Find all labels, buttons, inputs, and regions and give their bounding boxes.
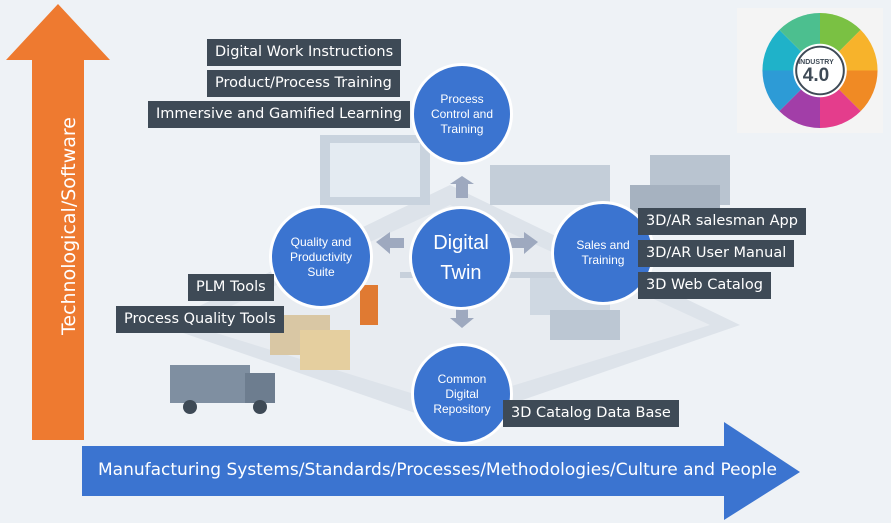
- node-text: Training: [581, 253, 625, 267]
- label-ar-salesman-app: 3D/AR salesman App: [638, 208, 806, 235]
- sales-training-node: Sales and Training: [551, 201, 655, 305]
- node-text: Control and: [430, 106, 494, 121]
- label-plm-tools: PLM Tools: [188, 274, 274, 301]
- connector-arrows: [376, 176, 538, 328]
- horizontal-axis-arrow: [82, 422, 800, 520]
- common-repository-node: Common Digital Repository: [411, 343, 513, 445]
- badge-text: INDUSTRY 4.0: [790, 50, 842, 102]
- label-ar-user-manual: 3D/AR User Manual: [638, 240, 795, 267]
- node-text: Process: [440, 91, 484, 106]
- node-text: Quality and: [290, 234, 352, 249]
- process-control-node: Process Control and Training: [411, 63, 513, 165]
- badge-line-1: INDUSTRY: [798, 59, 834, 66]
- vertical-axis-label: Technological/Software: [58, 117, 80, 335]
- vertical-axis-arrow: [6, 4, 110, 440]
- hub-line-1: Digital: [433, 232, 489, 254]
- badge-line-2: 4.0: [802, 65, 830, 86]
- digital-twin-hub: Digital Twin: [409, 206, 513, 310]
- hub-line-2: Twin: [440, 262, 482, 284]
- node-text: Productivity: [289, 249, 353, 264]
- node-text: Suite: [307, 264, 335, 279]
- node-text: Sales and: [576, 238, 630, 252]
- label-3d-web-catalog: 3D Web Catalog: [638, 272, 771, 299]
- node-text: Digital: [445, 386, 479, 401]
- node-text: Repository: [433, 401, 491, 416]
- label-process-quality-tools: Process Quality Tools: [116, 306, 284, 333]
- quality-suite-node: Quality and Productivity Suite: [269, 205, 373, 309]
- label-immersive-learning: Immersive and Gamified Learning: [148, 101, 411, 128]
- horizontal-axis-label: Manufacturing Systems/Standards/Processe…: [98, 460, 777, 480]
- label-product-process-training: Product/Process Training: [207, 70, 400, 97]
- label-digital-work-instructions: Digital Work Instructions: [207, 39, 402, 66]
- label-3d-catalog-database: 3D Catalog Data Base: [503, 400, 679, 427]
- node-text: Common: [437, 371, 487, 386]
- node-text: Training: [440, 121, 484, 136]
- industry-4-wheel-icon: [762, 12, 878, 129]
